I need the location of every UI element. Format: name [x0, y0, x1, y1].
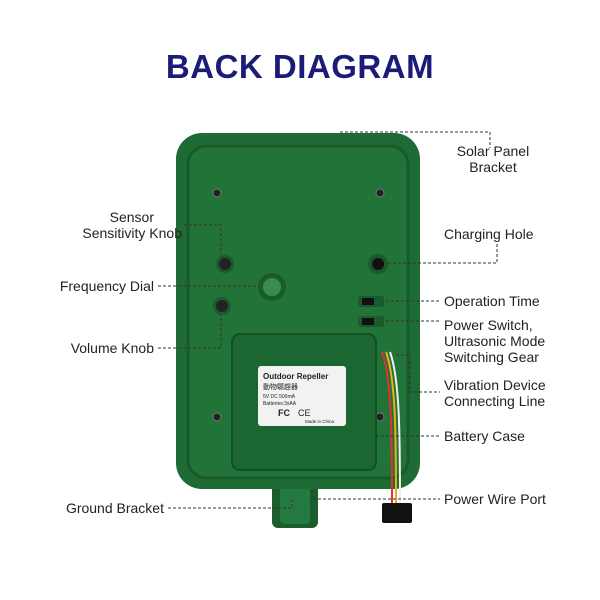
- label-volume-knob: Volume Knob: [71, 340, 154, 356]
- volume-knob[interactable]: [213, 297, 231, 315]
- sensitivity-knob[interactable]: [216, 255, 234, 273]
- label-charging-hole: Charging Hole: [444, 226, 534, 242]
- sticker-name: Outdoor Repeller: [263, 372, 328, 381]
- ground-bracket: [272, 478, 318, 528]
- label-frequency-dial: Frequency Dial: [60, 278, 154, 294]
- sticker-batteries: Batteries:3xAA: [263, 401, 297, 407]
- frequency-dial[interactable]: [258, 273, 286, 301]
- product-sticker: Outdoor Repeller 動物驅趕器 5V DC 500mA Batte…: [258, 366, 346, 426]
- sticker-rating: 5V DC 500mA: [263, 394, 296, 400]
- label-power-wire-port: Power Wire Port: [444, 491, 546, 507]
- diagram-title: BACK DIAGRAM: [165, 48, 435, 85]
- sticker-made-in: Made in China: [305, 419, 335, 424]
- vibration-connecting-line: [381, 351, 401, 506]
- operation-time-switch[interactable]: [358, 296, 384, 307]
- power-switch[interactable]: [358, 316, 384, 327]
- ce-mark: CE: [298, 408, 311, 418]
- power-wire-connector: [382, 503, 412, 523]
- label-operation-time: Operation Time: [444, 293, 540, 309]
- sticker-chinese: 動物驅趕器: [263, 382, 298, 391]
- fcc-mark: FC: [278, 408, 290, 418]
- label-battery-case: Battery Case: [444, 428, 525, 444]
- label-ground-bracket: Ground Bracket: [66, 500, 164, 516]
- charging-hole[interactable]: [368, 254, 388, 274]
